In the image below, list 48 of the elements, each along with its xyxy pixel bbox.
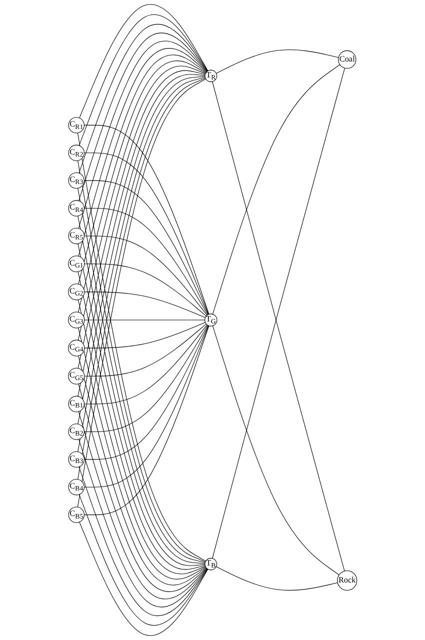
connector [78,14,208,146]
node-circle: C$_{R5}$ [68,228,84,244]
node-circle: C$_{R2}$ [68,144,84,161]
connector [84,325,209,488]
node-circle: C$_{G4}$ [68,340,85,356]
connector [78,32,208,202]
connector [84,180,208,315]
connector [84,322,206,348]
connector [78,438,208,608]
node-circle: C$_{B1}$ [68,396,84,412]
node-circle: C$_{R3}$ [68,172,84,189]
connector [78,494,208,626]
node-circle: T$_{B}$ [204,558,217,570]
connector [78,24,208,174]
connector [84,325,208,460]
connector [84,264,206,316]
connector [84,236,208,316]
node-circle: C$_{B2}$ [68,424,84,440]
node-circle: C$_{B5}$ [68,506,84,523]
connector [84,208,208,316]
connector [84,324,208,404]
node-circle: Rock [336,570,358,591]
connector [78,40,208,229]
connector [84,324,206,376]
connector [216,566,338,591]
connector [212,64,340,314]
connector [84,325,210,516]
connector [78,411,208,600]
connector [84,152,209,315]
node-circle: C$_{G5}$ [68,368,85,384]
node-circle: C$_{R4}$ [68,200,84,216]
node-circle: T$_{R}$ [204,70,217,82]
connector [79,4,208,118]
connector [212,326,340,576]
connector [78,466,208,616]
connector [79,522,208,636]
node-circle: C$_{R1}$ [68,117,84,134]
node-circle: C$_{B3}$ [68,451,84,468]
node-circle: C$_{G1}$ [68,256,85,272]
node-circle: C$_{G2}$ [68,284,85,300]
connector [84,124,210,315]
connector [84,292,206,318]
node-circle: C$_{B4}$ [68,479,84,496]
node-circle: T$_{G}$ [204,314,218,326]
connector [216,50,339,74]
connector [84,324,208,432]
node-circle: C$_{G3}$ [68,312,85,328]
node-circle: Coal [338,50,356,69]
